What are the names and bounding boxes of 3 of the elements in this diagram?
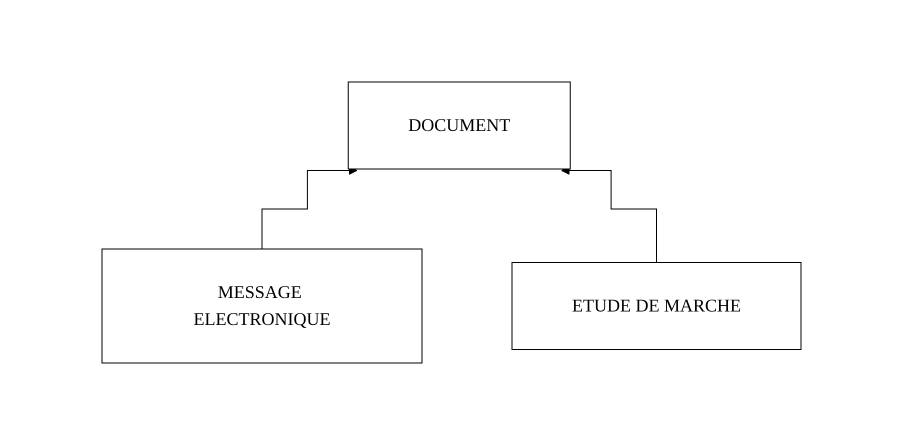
node-box: MESSAGE ELECTRONIQUE: [102, 248, 422, 363]
node-box: ETUDE DE MARCHE: [512, 262, 802, 350]
node-box: DOCUMENT: [348, 81, 571, 169]
